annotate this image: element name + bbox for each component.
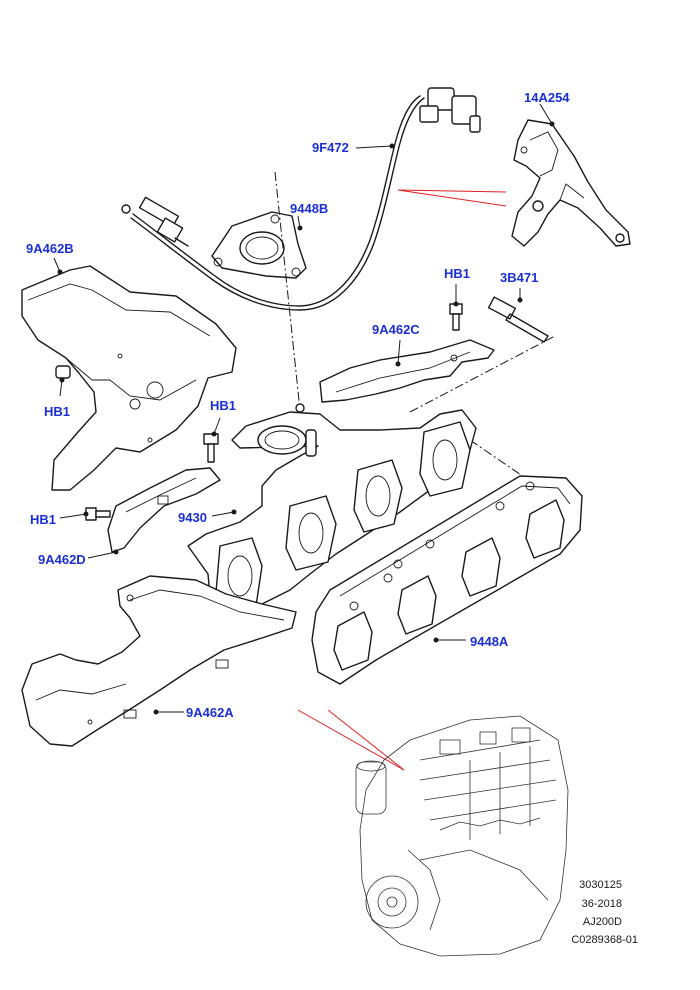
exhaust-manifold[interactable] [187,403,477,619]
gasket-port-4 [525,499,565,559]
reference-number: 3030125 [579,879,622,891]
bolt-hb1-left[interactable] [55,365,71,379]
heat-shield-upper[interactable] [319,339,495,403]
reference-illustration-id: C0289368-01 [571,934,638,946]
engine-locator-image [355,715,569,957]
alignment-line-stud [409,335,556,413]
label-hb1-left[interactable]: HB1 [44,404,71,419]
label-9a462b[interactable]: 9A462B [26,241,74,256]
reference-date: 36-2018 [581,898,622,910]
leader-lines [53,103,555,715]
heat-shield-bottom[interactable] [21,575,297,747]
gasket-port-1 [333,611,373,671]
bolt-hb1-top[interactable] [449,303,463,331]
gasket-port-3 [461,537,501,597]
label-9a462c[interactable]: 9A462C [372,322,420,337]
gasket-port-2 [397,575,437,635]
exhaust-gas-sensor[interactable] [121,87,481,311]
bolt-hb1-lower[interactable] [85,507,111,521]
label-9f472[interactable]: 9F472 [312,140,349,155]
manifold-port-2 [285,495,337,571]
manifold-port-3 [353,459,403,533]
exhaust-stud[interactable] [487,296,549,343]
label-9a462d[interactable]: 9A462D [38,552,86,567]
outlet-gasket[interactable] [211,211,307,279]
label-9448b[interactable]: 9448B [290,201,329,216]
label-9a462a[interactable]: 9A462A [186,705,234,720]
heat-shield-left[interactable] [21,265,237,491]
manifold-gasket[interactable] [311,475,583,685]
label-9430[interactable]: 9430 [178,510,207,525]
label-3b471[interactable]: 3B471 [500,270,539,285]
manifold-port-4 [419,421,471,497]
bolt-hb1-middle[interactable] [203,433,219,463]
heat-shield-lower-small[interactable] [107,467,221,553]
label-9448a[interactable]: 9448A [470,634,509,649]
label-hb1-lower[interactable]: HB1 [30,512,57,527]
location-pointers [297,189,507,771]
label-hb1-middle[interactable]: HB1 [210,398,237,413]
label-hb1-top[interactable]: HB1 [444,266,471,281]
sensor-bracket[interactable] [511,119,631,247]
alignment-line-outlet [274,171,301,411]
reference-engine-code: AJ200D [582,916,622,928]
label-14a254[interactable]: 14A254 [524,90,570,105]
